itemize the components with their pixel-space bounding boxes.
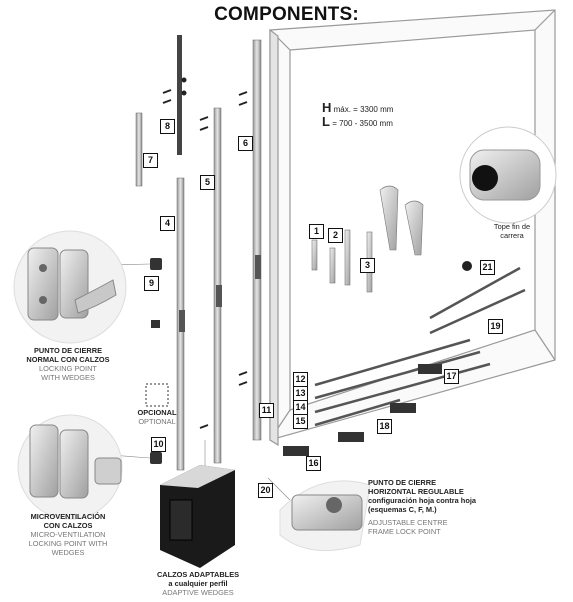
part-number-18: 18 xyxy=(377,419,392,434)
caption-adaptive-wedges-en: ADAPTIVE WEDGES xyxy=(162,588,234,597)
caption-locking-point-en-1: LOCKING POINT xyxy=(39,364,97,373)
rod-7 xyxy=(135,112,143,187)
caption-centre-lock-es-2: HORIZONTAL REGULABLE xyxy=(368,487,464,496)
caption-centre-lock-es-1: PUNTO DE CIERRE xyxy=(368,478,437,487)
part-number-17: 17 xyxy=(444,369,459,384)
caption-centre-lock-en-1: ADJUSTABLE CENTRE xyxy=(368,518,448,527)
part-number-9: 9 xyxy=(144,276,159,291)
part-number-20: 20 xyxy=(258,483,273,498)
part-number-8: 8 xyxy=(160,119,175,134)
caption-centre-lock: PUNTO DE CIERRE HORIZONTAL REGULABLE con… xyxy=(368,478,508,536)
stop-small xyxy=(462,261,472,271)
rod-6 xyxy=(252,39,262,441)
clip-small xyxy=(151,320,160,328)
caption-locking-point-es-1: PUNTO DE CIERRE xyxy=(33,346,103,355)
rod-5 xyxy=(213,107,222,464)
caption-micro-vent: MICROVENTILACIÓN CON CALZOS MICRO-VENTIL… xyxy=(8,512,128,557)
caption-locking-point-es-2: NORMAL CON CALZOS xyxy=(26,355,110,364)
clip-10 xyxy=(150,452,162,464)
centre-lock-illustration xyxy=(279,480,371,552)
dimension-l-letter: L xyxy=(322,114,330,129)
part-number-15: 15 xyxy=(293,414,308,429)
caption-optional-es: OPCIONAL xyxy=(137,408,177,417)
caption-micro-vent-es-1: MICROVENTILACIÓN xyxy=(30,512,106,521)
part-number-5: 5 xyxy=(200,175,215,190)
optional-box xyxy=(145,383,169,407)
caption-optional-en: OPTIONAL xyxy=(138,417,176,426)
part-number-4: 4 xyxy=(160,216,175,231)
dimension-l-text: = 700 - 3500 mm xyxy=(332,119,393,128)
hardware-18 xyxy=(390,403,416,413)
part-number-3: 3 xyxy=(360,258,375,273)
part-number-14: 14 xyxy=(293,400,308,415)
caption-adaptive-wedges: CALZOS ADAPTABLES a cualquier perfil ADA… xyxy=(138,570,258,597)
horizontal-rods xyxy=(314,266,526,427)
caption-stop-es-2: carrera xyxy=(500,231,524,240)
rod-4 xyxy=(176,177,185,471)
dimension-l: L = 700 - 3500 mm xyxy=(322,114,393,129)
caption-centre-lock-es-3: configuración hoja contra hoja xyxy=(368,496,476,505)
caption-adaptive-wedges-es-1: CALZOS ADAPTABLES xyxy=(156,570,240,579)
caption-centre-lock-es-4: (esquemas C, F, M.) xyxy=(368,505,437,514)
dimension-h: H máx. = 3300 mm xyxy=(322,100,393,115)
part-number-2: 2 xyxy=(328,228,343,243)
caption-centre-lock-en-2: FRAME LOCK POINT xyxy=(368,527,441,536)
caption-micro-vent-en-1: MICRO-VENTILATION xyxy=(30,530,106,539)
caption-optional: OPCIONAL OPTIONAL xyxy=(128,408,186,426)
screws xyxy=(162,89,248,429)
part-number-10: 10 xyxy=(151,437,166,452)
dimension-h-letter: H xyxy=(322,100,332,115)
stop-illustration xyxy=(459,126,557,224)
caption-stop: Tope fin de carrera xyxy=(480,222,544,240)
adaptive-wedges-illustration xyxy=(160,465,235,568)
part-number-16: 16 xyxy=(306,456,321,471)
caption-micro-vent-es-2: CON CALZOS xyxy=(43,521,93,530)
part-number-1: 1 xyxy=(309,224,324,239)
part-number-7: 7 xyxy=(143,153,158,168)
page-title: COMPONENTS: xyxy=(214,4,359,25)
caption-locking-point-en-2: WITH WEDGES xyxy=(41,373,95,382)
clip-9 xyxy=(150,258,162,270)
caption-locking-point: PUNTO DE CIERRE NORMAL CON CALZOS LOCKIN… xyxy=(8,346,128,382)
part-number-6: 6 xyxy=(238,136,253,151)
leader-lines xyxy=(109,263,291,501)
caption-micro-vent-en-3: WEDGES xyxy=(51,548,85,557)
hardware-centre xyxy=(338,432,364,442)
caption-adaptive-wedges-es-2: a cualquier perfil xyxy=(168,579,228,588)
dimension-h-text: máx. = 3300 mm xyxy=(333,105,394,114)
caption-micro-vent-en-2: LOCKING POINT WITH xyxy=(28,539,108,548)
caption-stop-es-1: Tope fin de xyxy=(493,222,531,231)
part-number-21: 21 xyxy=(480,260,495,275)
part-number-11: 11 xyxy=(259,403,274,418)
part-number-13: 13 xyxy=(293,386,308,401)
micro-ventilation-illustration xyxy=(17,414,123,520)
hardware-17 xyxy=(418,364,442,374)
rod-8 xyxy=(177,35,187,155)
hardware-16 xyxy=(283,446,309,456)
part-number-19: 19 xyxy=(488,319,503,334)
locking-point-illustration xyxy=(13,230,127,344)
part-number-12: 12 xyxy=(293,372,308,387)
